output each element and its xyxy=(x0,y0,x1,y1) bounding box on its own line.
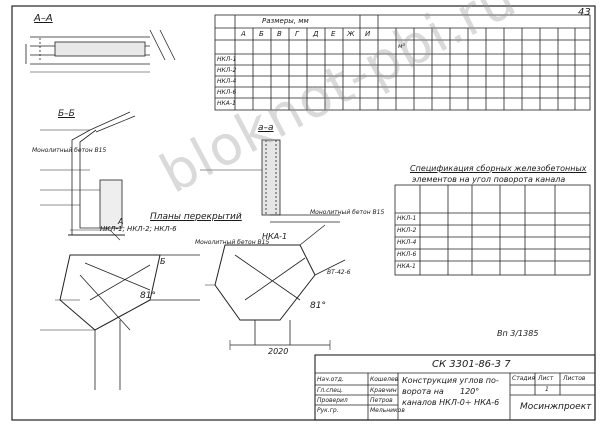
plate-label: ВТ-42-6 xyxy=(327,269,351,276)
table-main-row-2: НКЛ-2 xyxy=(217,67,237,74)
plan-right-tag: НКА-1 xyxy=(262,232,288,241)
stamp-col-stage: Стадия xyxy=(512,375,536,382)
stamp-name-2: Кравчин xyxy=(370,387,397,394)
plan-left-tag: НКЛ-1; НКЛ-2; НКЛ-6 xyxy=(100,225,177,233)
plan-label: Планы перекрытий xyxy=(150,212,242,222)
table-main-col-d: Д xyxy=(313,30,319,38)
table-main-col-a: А xyxy=(241,30,246,38)
plan-right-drawing xyxy=(205,224,346,350)
table-main-row-3: НКЛ-4 xyxy=(217,78,237,85)
table-main-row-5: НКА-1 xyxy=(217,100,236,107)
section-aa-label: А–А xyxy=(34,13,53,24)
stamp-role-2: Гл.спец. xyxy=(317,387,343,394)
table-main-col-b: Б xyxy=(259,30,264,38)
section-bb-drawing xyxy=(40,111,136,236)
main-table-grid xyxy=(214,14,591,111)
stamp-role-3: Проверил xyxy=(317,397,348,404)
cut-mark-b: Б xyxy=(160,257,166,266)
angle-right: 81° xyxy=(310,301,326,311)
stamp-role-1: Нач.отд. xyxy=(317,376,344,383)
section-small-aa-label: а–а xyxy=(258,123,274,133)
concrete-note-b: Монолитный бетон В15 xyxy=(310,209,385,216)
table-main-row-1: НКЛ-1 xyxy=(217,56,237,63)
stamp-title-line2: ворота на xyxy=(402,387,444,396)
title-block-grid xyxy=(314,354,596,421)
spec-title-line2: элементов на угол поворота канала xyxy=(412,175,566,184)
spec-row-1: НКЛ-1 xyxy=(397,215,417,222)
stamp-col-sheets: Листов xyxy=(563,375,586,382)
spec-row-5: НКА-1 xyxy=(397,263,416,270)
table-main-col-v: В xyxy=(277,30,282,38)
spec-table-grid xyxy=(394,184,591,276)
stamp-sheet-number: 1 xyxy=(545,386,549,393)
concrete-note-a: Монолитный бетон В15 xyxy=(32,147,107,154)
stamp-title-line1: Конструкция углов по- xyxy=(402,376,499,385)
table-main-col-zh: Ж xyxy=(347,30,355,38)
stamp-organization: Мосинжпроект xyxy=(520,402,592,412)
page-number: 43 xyxy=(578,7,591,18)
spec-row-2: НКЛ-2 xyxy=(397,227,417,234)
section-small-aa-drawing xyxy=(200,139,340,223)
spec-row-3: НКЛ-4 xyxy=(397,239,417,246)
stamp-role-4: Рук.гр. xyxy=(317,407,339,414)
dimension-2020: 2020 xyxy=(268,347,289,356)
section-aa-drawing xyxy=(25,29,176,73)
spec-title-line1: Спецификация сборных железобетонных xyxy=(410,164,587,173)
table-main-header-sizes: Размеры, мм xyxy=(262,17,309,25)
table-main-row-4: НКЛ-6 xyxy=(217,89,237,96)
section-bb-label: Б–Б xyxy=(58,109,75,119)
stamp-name-3: Петров xyxy=(370,397,393,404)
concrete-note-c: Монолитный бетон В15 xyxy=(195,239,270,246)
sheet-frame xyxy=(11,5,596,421)
sheet-reference: Вп 3/1385 xyxy=(497,329,539,338)
angle-left: 81° xyxy=(140,291,156,301)
plan-left-drawing xyxy=(40,229,200,390)
table-main-unit: м³ xyxy=(398,43,405,50)
stamp-col-sheet: Лист xyxy=(538,375,554,382)
table-main-col-i: И xyxy=(365,30,371,38)
stamp-name-1: Кошелев xyxy=(370,376,399,383)
spec-row-4: НКЛ-6 xyxy=(397,251,417,258)
stamp-name-4: Мельников xyxy=(370,407,405,414)
stamp-angle: 120° xyxy=(460,387,480,396)
document-code: СК 3301-86-3 7 xyxy=(432,359,511,370)
cut-mark-a: А xyxy=(118,217,124,226)
table-main-col-g: Г xyxy=(295,30,299,38)
stamp-title-line3: каналов НКЛ-0÷ НКА-6 xyxy=(402,398,500,407)
table-main-col-e: Е xyxy=(331,30,336,38)
